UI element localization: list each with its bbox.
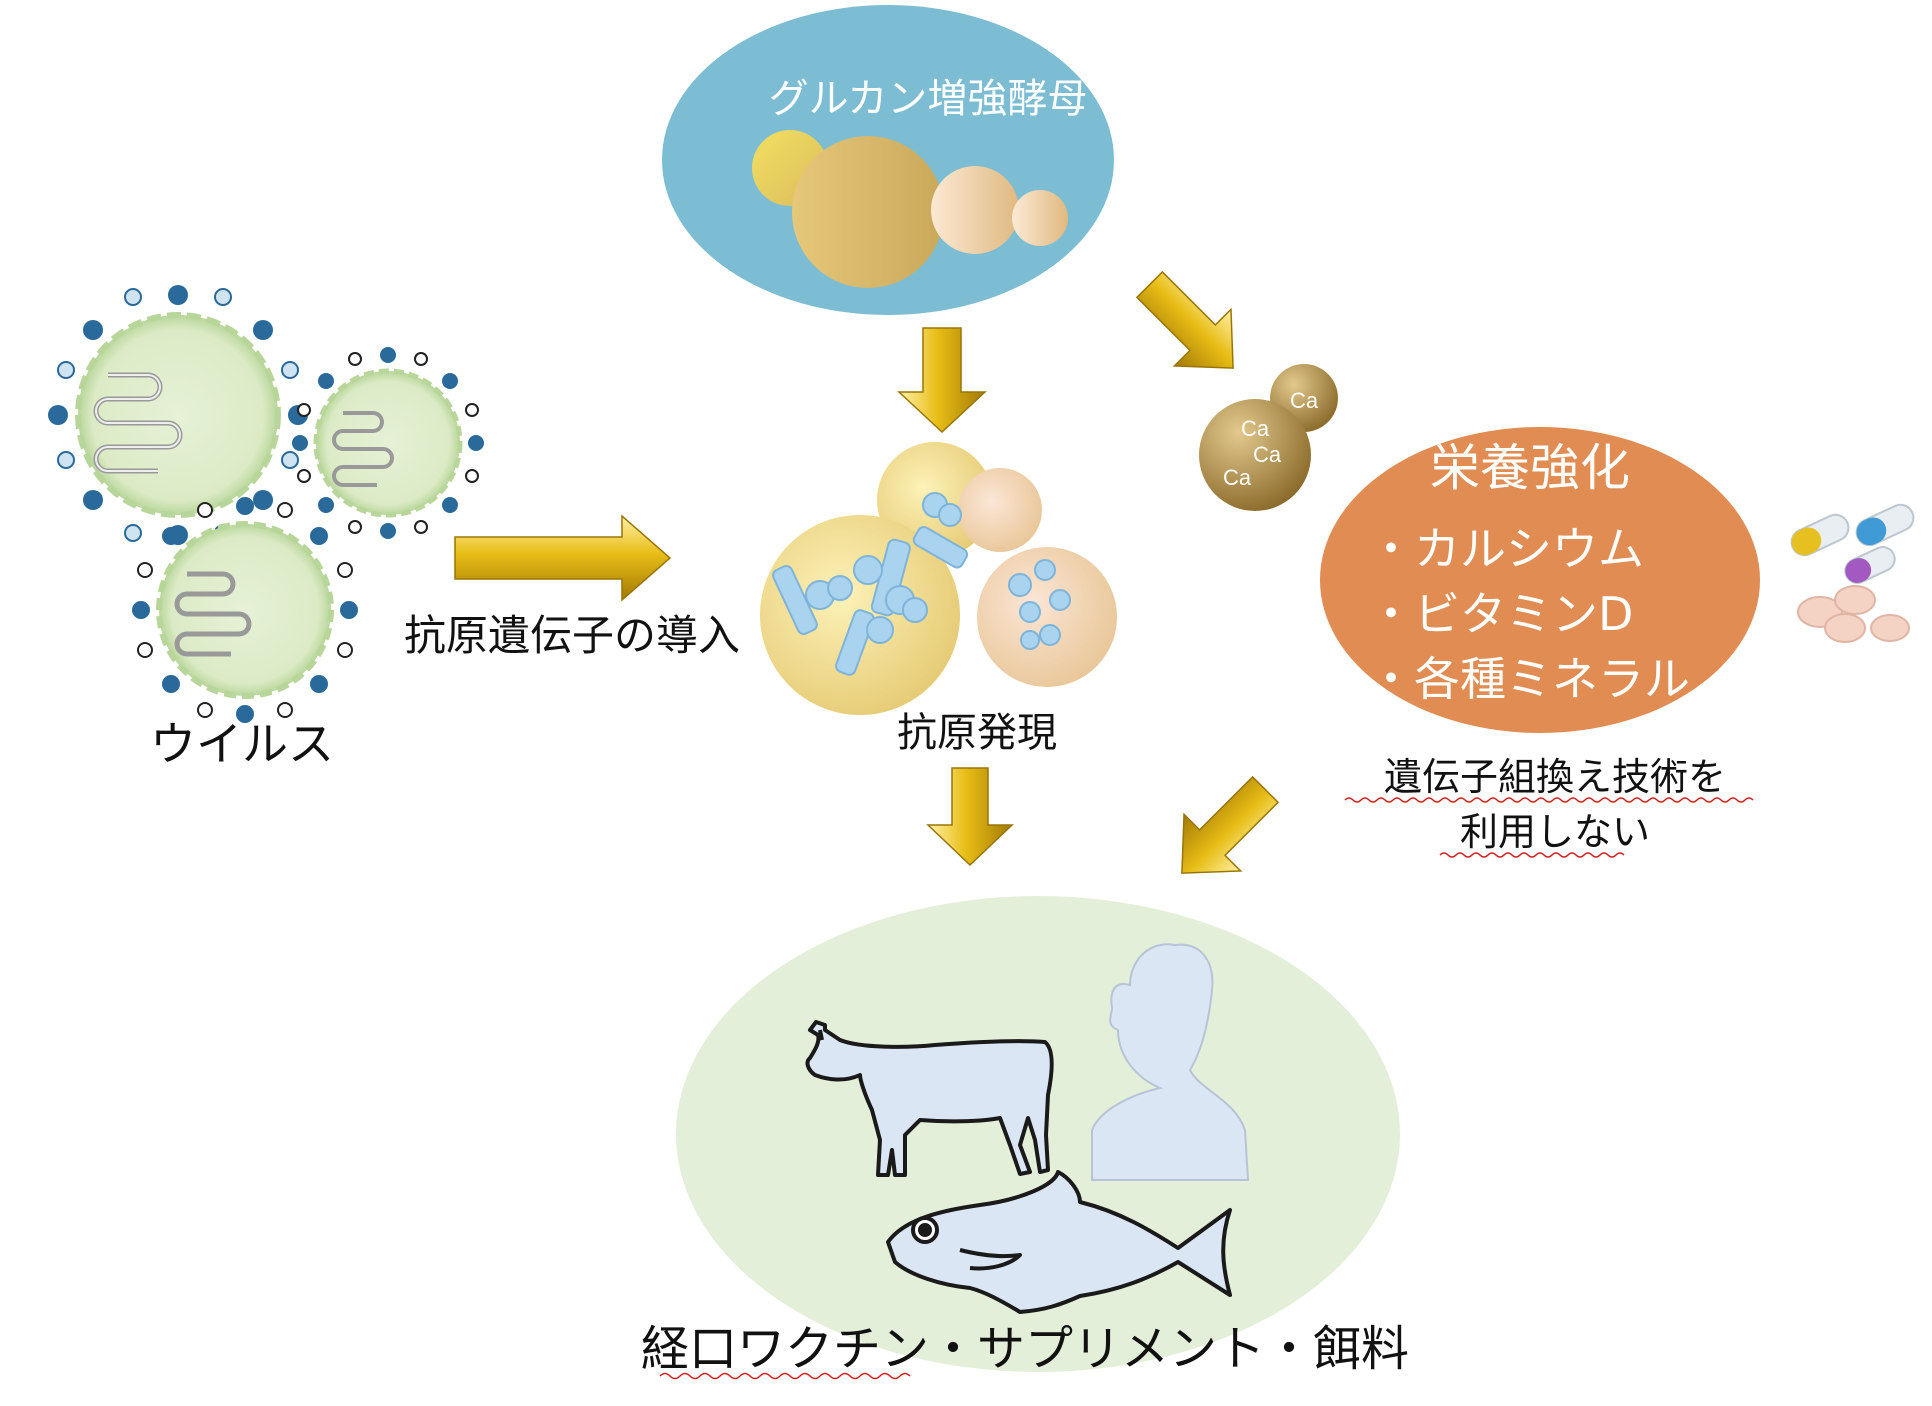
calcium-balls: Ca Ca Ca Ca	[1199, 364, 1338, 511]
antigen-yeast-cells	[760, 442, 1117, 715]
cow-icon	[805, 1020, 1054, 1177]
arrow-yeast-to-nutrition	[1135, 270, 1234, 369]
no-gmo-line1: 遺伝子組換え技術を	[1384, 755, 1726, 799]
person-icon	[1091, 943, 1250, 1181]
no-gmo-line2: 利用しない	[1460, 810, 1650, 854]
bottom-label: 経口ワクチン・サプリメント・餌料	[641, 1321, 1409, 1377]
no-gmo-note: 遺伝子組換え技術を 利用しない	[1344, 755, 1754, 858]
ca-label: Ca	[1223, 465, 1252, 490]
arrow-antigen-to-target	[926, 767, 1014, 867]
virus-label: ウイルス	[150, 717, 334, 771]
yeast-cell-3	[931, 166, 1019, 254]
virus-3	[132, 497, 358, 723]
nutrition-item: ・各種ミネラル	[1368, 652, 1690, 706]
ca-label: Ca	[1253, 442, 1282, 467]
nutrition-item: ・カルシウム	[1368, 522, 1644, 576]
yeast-title: グルカン増強酵母	[769, 76, 1088, 122]
nutrition-title: 栄養強化	[1430, 439, 1630, 497]
virus-1	[48, 285, 308, 545]
antigen-label: 抗原発現	[897, 710, 1057, 756]
ca-label: Ca	[1290, 388, 1319, 413]
gene-intro-label: 抗原遺伝子の導入	[404, 611, 740, 660]
fish-icon	[886, 1170, 1232, 1314]
arrow-yeast-to-antigen	[897, 327, 987, 434]
nutrition-bubble: 栄養強化 ・カルシウム ・ビタミンD ・各種ミネラル	[1320, 427, 1760, 733]
virus-2	[292, 347, 484, 539]
yeast-cell-4	[1012, 190, 1068, 246]
nutrition-item: ・ビタミンD	[1368, 587, 1633, 641]
arrow-nutrition-to-target	[1181, 775, 1280, 874]
target-bubble: 経口ワクチン・サプリメント・餌料	[641, 896, 1409, 1380]
yeast-cell-2	[792, 136, 944, 288]
ca-label: Ca	[1241, 416, 1270, 441]
yeast-bubble: グルカン増強酵母	[662, 5, 1114, 315]
arrow-virus-to-antigen	[454, 514, 672, 602]
pills-icon	[1790, 503, 1915, 643]
